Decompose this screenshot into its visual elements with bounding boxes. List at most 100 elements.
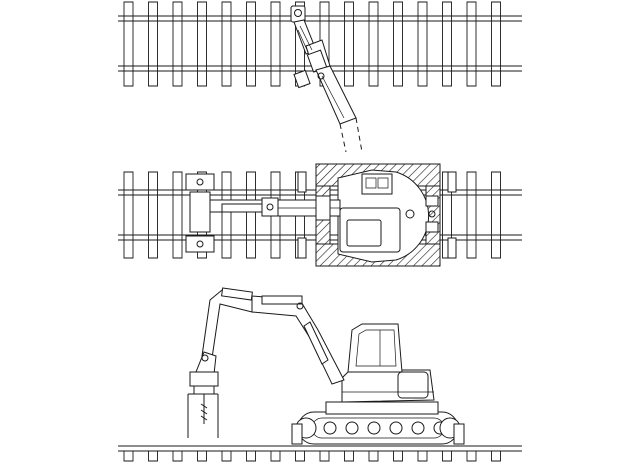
sleeper-side (492, 451, 501, 461)
attachment-lower-clamp (186, 236, 214, 252)
track-frame (326, 402, 438, 414)
counterweight-pin (429, 211, 435, 217)
sleeper (124, 172, 133, 258)
engine-detail-b (378, 178, 388, 188)
track-roller (412, 422, 424, 434)
main-boom (252, 296, 344, 384)
tool-spike-thread (201, 404, 207, 420)
sleeper-side (149, 451, 158, 461)
rail-guide-wheel-front-lower (298, 238, 306, 258)
side-view (118, 288, 522, 461)
tool-rotator (194, 386, 214, 394)
sleeper (467, 2, 476, 86)
boom-cylinder (304, 322, 328, 364)
tool-head-pin (295, 10, 302, 17)
sleeper (394, 2, 403, 86)
sleeper (443, 172, 452, 258)
crawler-undercarriage-side (292, 402, 464, 444)
boom-bracket (294, 70, 310, 87)
rail-tool (188, 394, 218, 438)
boom-side (190, 288, 344, 394)
tool-coupler (190, 372, 218, 386)
arm-rod (300, 26, 312, 50)
boom-aligned (186, 174, 340, 252)
sleeper (247, 172, 256, 258)
sleeper-side (173, 451, 182, 461)
boom-centerline (322, 76, 344, 118)
dipper-cylinder (222, 288, 253, 300)
sleeper (492, 172, 501, 258)
upper-structure-side (342, 324, 434, 402)
sleeper-side (320, 451, 329, 461)
arm-cylinder (262, 296, 302, 304)
sleeper-side (222, 451, 231, 461)
clamp-pin-lower (197, 241, 203, 247)
sleeper (222, 172, 231, 258)
boom-hidden-line-a (340, 124, 346, 152)
sleeper (173, 172, 182, 258)
sleeper (418, 2, 427, 86)
rail-guide-wheel-front-upper (298, 172, 306, 192)
sleeper (271, 2, 280, 86)
sleeper-side (296, 451, 305, 461)
sleeper-side (394, 451, 403, 461)
boom-foot (316, 196, 330, 220)
tool-head (291, 6, 305, 22)
sleeper (345, 2, 354, 86)
sleeper (492, 2, 501, 86)
track-roller (346, 422, 358, 434)
sleeper-side (247, 451, 256, 461)
sleeper-side (418, 451, 427, 461)
track-bottom (118, 446, 522, 461)
top-view-turning (118, 2, 522, 152)
rail-guide-wheel-rear-upper (448, 172, 456, 192)
counterweight-block-lower (426, 222, 438, 232)
dipper-arm (202, 290, 252, 358)
sleeper (198, 2, 207, 86)
attachment-frame (190, 192, 210, 232)
arm-joint (262, 198, 278, 216)
sleeper (247, 2, 256, 86)
rail-guide-rear (454, 424, 464, 444)
upper-structure-top (338, 170, 438, 262)
boom-hidden-line-b (356, 118, 362, 152)
sleeper (467, 172, 476, 258)
sleeper (222, 2, 231, 86)
sleeper-side (467, 451, 476, 461)
rail-guide-wheel-rear-lower (448, 238, 456, 258)
sleeper-side (369, 451, 378, 461)
counterweight-block-upper (426, 196, 438, 206)
sleeper (173, 2, 182, 86)
attachment-upper-clamp (186, 174, 214, 190)
rail-guide-front (292, 424, 302, 444)
cab (348, 324, 402, 372)
sleeper (149, 172, 158, 258)
track-roller (390, 422, 402, 434)
cab-window (347, 220, 381, 246)
boom-pin-upper (297, 303, 303, 309)
sleeper (443, 2, 452, 86)
engine-detail-a (366, 178, 376, 188)
sleeper (149, 2, 158, 86)
sleeper-side (443, 451, 452, 461)
tilt-pin (202, 355, 208, 361)
counterweight (398, 372, 428, 398)
sleeper-side (271, 451, 280, 461)
sleepers-side (124, 451, 501, 461)
sleeper-side (124, 451, 133, 461)
arm-joint-pin (267, 204, 273, 210)
track-roller (368, 422, 380, 434)
arm-cylinder (222, 204, 262, 212)
track-roller (324, 422, 336, 434)
clamp-pin-upper (197, 179, 203, 185)
sleeper (369, 2, 378, 86)
top-view-aligned (118, 164, 522, 266)
sleeper-side (345, 451, 354, 461)
arm-rod-2 (298, 30, 308, 52)
engine-cover (362, 174, 392, 194)
sleeper (124, 2, 133, 86)
boom-turning (291, 6, 362, 152)
sleeper-side (198, 451, 207, 461)
swing-bearing-pin (406, 210, 414, 218)
